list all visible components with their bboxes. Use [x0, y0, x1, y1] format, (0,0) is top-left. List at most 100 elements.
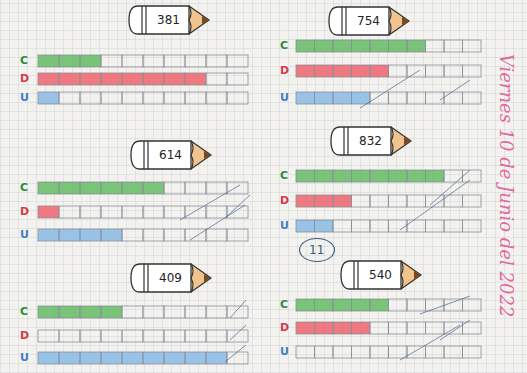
place-value-cell — [143, 352, 164, 364]
pencil-slash — [230, 300, 246, 318]
place-value-cell — [389, 322, 408, 334]
place-value-letter: C — [280, 299, 288, 311]
place-value-cell — [185, 229, 206, 241]
place-value-cell — [389, 65, 408, 77]
place-value-cell — [333, 170, 352, 182]
colored-cells — [38, 55, 101, 67]
place-value-cell — [444, 170, 463, 182]
place-value-cell — [59, 206, 80, 218]
pencil-slash — [440, 320, 470, 340]
place-value-cell — [143, 306, 164, 318]
place-value-cell — [164, 206, 185, 218]
place-value-cell — [185, 306, 206, 318]
place-value-cell — [227, 73, 248, 85]
place-value-cell — [407, 299, 426, 311]
place-value-cell — [185, 330, 206, 342]
place-value-letter: C — [280, 170, 288, 182]
place-value-cell — [370, 195, 389, 207]
place-value-cell — [143, 229, 164, 241]
place-value-cell — [59, 306, 80, 318]
place-value-cell — [206, 330, 227, 342]
number-text: 381 — [157, 13, 180, 27]
place-value-cell — [444, 65, 463, 77]
place-value-cell — [333, 322, 352, 334]
place-value-cell — [164, 330, 185, 342]
place-value-cell — [315, 220, 334, 232]
circled-note: 11 — [298, 237, 336, 263]
place-value-letter: D — [280, 195, 289, 207]
place-value-cell — [80, 306, 101, 318]
place-value-cell — [315, 322, 334, 334]
place-value-cell — [296, 92, 315, 104]
place-value-cell — [296, 322, 315, 334]
place-value-cell — [227, 55, 248, 67]
place-value-cell — [315, 40, 334, 52]
place-value-cell — [80, 92, 101, 104]
place-value-cell — [333, 195, 352, 207]
place-value-cell — [164, 182, 185, 194]
pencil-box: 409 — [130, 263, 213, 293]
place-value-cell — [80, 352, 101, 364]
pencil-box: 832 — [330, 126, 413, 156]
place-value-cell — [352, 195, 371, 207]
place-value-cell — [463, 92, 482, 104]
place-value-cell — [352, 65, 371, 77]
place-value-letter: U — [280, 92, 289, 104]
place-value-cell — [206, 352, 227, 364]
place-value-cell — [444, 92, 463, 104]
place-value-cell — [143, 206, 164, 218]
place-value-cell — [80, 73, 101, 85]
place-value-cell — [370, 65, 389, 77]
place-value-cell — [370, 322, 389, 334]
place-value-cell — [389, 346, 408, 358]
place-value-cell — [333, 65, 352, 77]
place-value-cell — [122, 352, 143, 364]
place-value-cell — [370, 92, 389, 104]
place-value-cell — [101, 229, 122, 241]
number-text: 409 — [159, 271, 182, 285]
place-value-cell — [315, 92, 334, 104]
place-value-cell — [444, 299, 463, 311]
pencil-box: 754 — [328, 6, 411, 36]
place-value-cell — [101, 73, 122, 85]
pencil-box: 381 — [128, 5, 211, 35]
place-value-cell — [227, 182, 248, 194]
place-value-cell — [296, 346, 315, 358]
handwritten-date: Viernes 10 de Junio del 2022 — [496, 54, 517, 318]
pencil-slash — [400, 180, 470, 230]
place-value-cell — [101, 330, 122, 342]
place-value-cell — [352, 220, 371, 232]
place-value-cell — [426, 346, 445, 358]
place-value-cell — [389, 40, 408, 52]
place-value-cell — [122, 330, 143, 342]
place-value-cell — [407, 92, 426, 104]
place-value-cell — [122, 206, 143, 218]
colored-cells — [38, 73, 206, 85]
place-value-cell — [185, 55, 206, 67]
place-value-letter: D — [20, 73, 29, 85]
place-value-cell — [143, 55, 164, 67]
place-value-cell — [59, 229, 80, 241]
place-value-cell — [122, 92, 143, 104]
place-value-cell — [389, 299, 408, 311]
place-value-cell — [59, 352, 80, 364]
place-value-cell — [122, 55, 143, 67]
place-value-cell — [352, 299, 371, 311]
place-value-cell — [315, 195, 334, 207]
place-value-cell — [463, 299, 482, 311]
place-value-cell — [296, 220, 315, 232]
colored-cells — [296, 322, 370, 334]
place-value-cell — [185, 206, 206, 218]
place-value-cell — [407, 40, 426, 52]
place-value-letter: C — [20, 55, 28, 67]
pencil-slash — [400, 325, 460, 360]
place-value-cell — [164, 352, 185, 364]
colored-cells — [296, 195, 352, 207]
place-value-cell — [164, 229, 185, 241]
place-value-cell — [143, 73, 164, 85]
colored-cells — [38, 229, 122, 241]
pencil-slash — [225, 345, 246, 362]
place-value-cell — [59, 92, 80, 104]
place-value-cell — [333, 220, 352, 232]
